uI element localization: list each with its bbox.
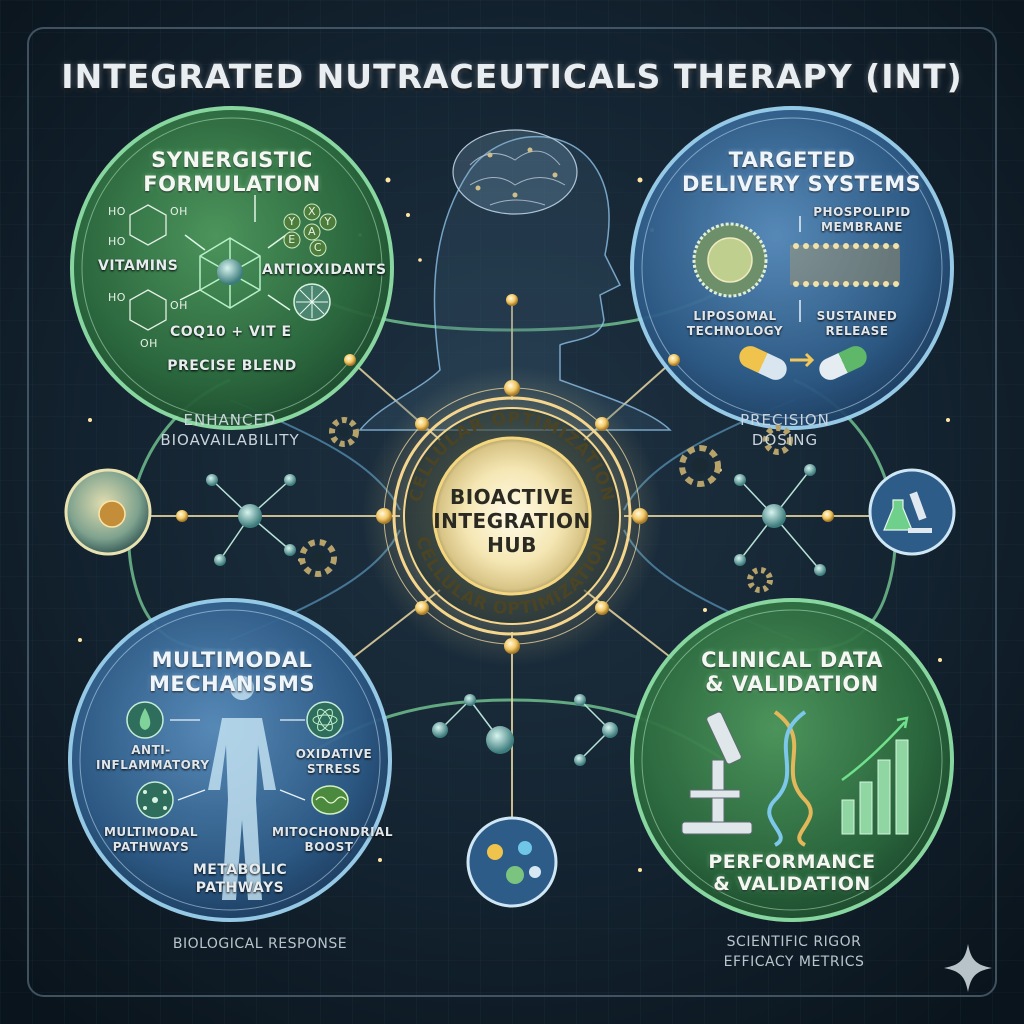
- letter-a: A: [307, 225, 317, 238]
- synergistic-title-1: SYNERGISTIC: [151, 148, 313, 172]
- phospholipid-label-2: MEMBRANE: [821, 220, 903, 234]
- enhanced-label-2: BIOAVAILABILITY: [160, 431, 300, 449]
- multimodal-pathways-label-1: MULTIMODAL: [103, 825, 199, 839]
- sustained-label-2: RELEASE: [825, 324, 889, 338]
- clinical-title-2: & VALIDATION: [705, 672, 879, 696]
- letter-x: X: [307, 205, 317, 218]
- oh-label: OH: [170, 299, 188, 312]
- hub-line-3: HUB: [487, 533, 537, 557]
- targeted-delivery-circle: [630, 106, 954, 430]
- performance-label-1: PERFORMANCE: [708, 851, 876, 873]
- sustained-label-1: SUSTAINED: [816, 309, 898, 323]
- enhanced-label-1: ENHANCED: [183, 411, 277, 429]
- sparkle-icon: [944, 944, 992, 992]
- precise-blend-label: PRECISE BLEND: [167, 358, 297, 374]
- vitamins-label: VITAMINS: [98, 258, 179, 274]
- anti-inflammatory-label-1: ANTI-: [131, 743, 171, 757]
- mitochondria-icon: [311, 785, 349, 815]
- ho-label: HO: [108, 205, 126, 218]
- oh-label: OH: [140, 337, 158, 350]
- metabolic-label-1: METABOLIC: [192, 862, 288, 878]
- oxidative-label-1: OXIDATIVE: [295, 747, 373, 761]
- oh-label: OH: [170, 205, 188, 218]
- capsule-icon: [819, 346, 867, 380]
- hub-line-2: INTEGRATION: [433, 509, 591, 533]
- precision-label-2: DOSING: [751, 431, 819, 449]
- ho-label: HO: [108, 291, 126, 304]
- multimodal-mechanisms-circle: [68, 598, 392, 922]
- precision-label-1: PRECISION: [740, 411, 830, 429]
- footer-right-label-2: EFFICACY METRICS: [723, 954, 865, 970]
- cell-node-bottom: [466, 816, 558, 908]
- frame-border: [27, 27, 997, 997]
- anti-inflammatory-label-2: INFLAMMATORY: [96, 758, 210, 772]
- microscope-icon: [909, 491, 927, 521]
- targeted-title-1: TARGETED: [728, 148, 856, 172]
- synergistic-title-2: FORMULATION: [143, 172, 321, 196]
- letter-y: Y: [288, 215, 296, 228]
- page-title: INTEGRATED NUTRACEUTICALS THERAPY (INT): [61, 57, 963, 96]
- membrane-icon: [790, 243, 900, 287]
- synergistic-formulation-circle: [70, 106, 394, 430]
- gear-icon: [299, 417, 793, 593]
- human-head-icon: [358, 129, 672, 431]
- lab-node-right: [868, 468, 956, 556]
- capsule-icon: [739, 346, 787, 380]
- oxidative-label-2: STRESS: [306, 762, 361, 776]
- letter-y: Y: [324, 215, 332, 228]
- ho-label: HO: [108, 235, 126, 248]
- mitochondrial-label-2: BOOST: [304, 840, 354, 854]
- liposomal-label-1: LIPOSOMAL: [693, 309, 777, 323]
- letter-e: E: [288, 233, 296, 246]
- dna-icon: [767, 710, 813, 847]
- atom-icon: [306, 701, 344, 739]
- bioactive-hub: [362, 366, 662, 666]
- bar-chart-icon: [841, 739, 909, 835]
- footer-left-label: BIOLOGICAL RESPONSE: [172, 936, 348, 952]
- multimodal-title-2: MECHANISMS: [148, 672, 316, 696]
- footer-right-label-1: SCIENTIFIC RIGOR: [726, 934, 862, 950]
- mitochondrial-label-1: MITOCHONDRIAL: [272, 825, 393, 839]
- hub-nodes: [176, 294, 834, 654]
- clinical-title-1: CLINICAL DATA: [701, 648, 883, 672]
- clinical-data-circle: [630, 598, 954, 922]
- phospholipid-label-1: PHOSPOLIPID: [813, 205, 911, 219]
- metabolic-label-2: PATHWAYS: [195, 880, 285, 896]
- human-body-icon: [208, 676, 276, 900]
- coq10-label: COQ10 + VIT E: [170, 324, 292, 340]
- letter-c: C: [313, 241, 323, 254]
- liposomal-label-2: TECHNOLOGY: [686, 324, 784, 338]
- multimodal-pathways-label-2: PATHWAYS: [112, 840, 190, 854]
- microscope-icon: [681, 711, 753, 835]
- performance-label-2: & VALIDATION: [713, 873, 871, 895]
- antioxidants-label: ANTIOXIDANTS: [262, 262, 387, 278]
- cell-node-left: [64, 468, 152, 556]
- multimodal-title-1: MULTIMODAL: [151, 648, 313, 672]
- hub-line-1: BIOACTIVE: [449, 485, 575, 509]
- targeted-title-2: DELIVERY SYSTEMS: [682, 172, 922, 196]
